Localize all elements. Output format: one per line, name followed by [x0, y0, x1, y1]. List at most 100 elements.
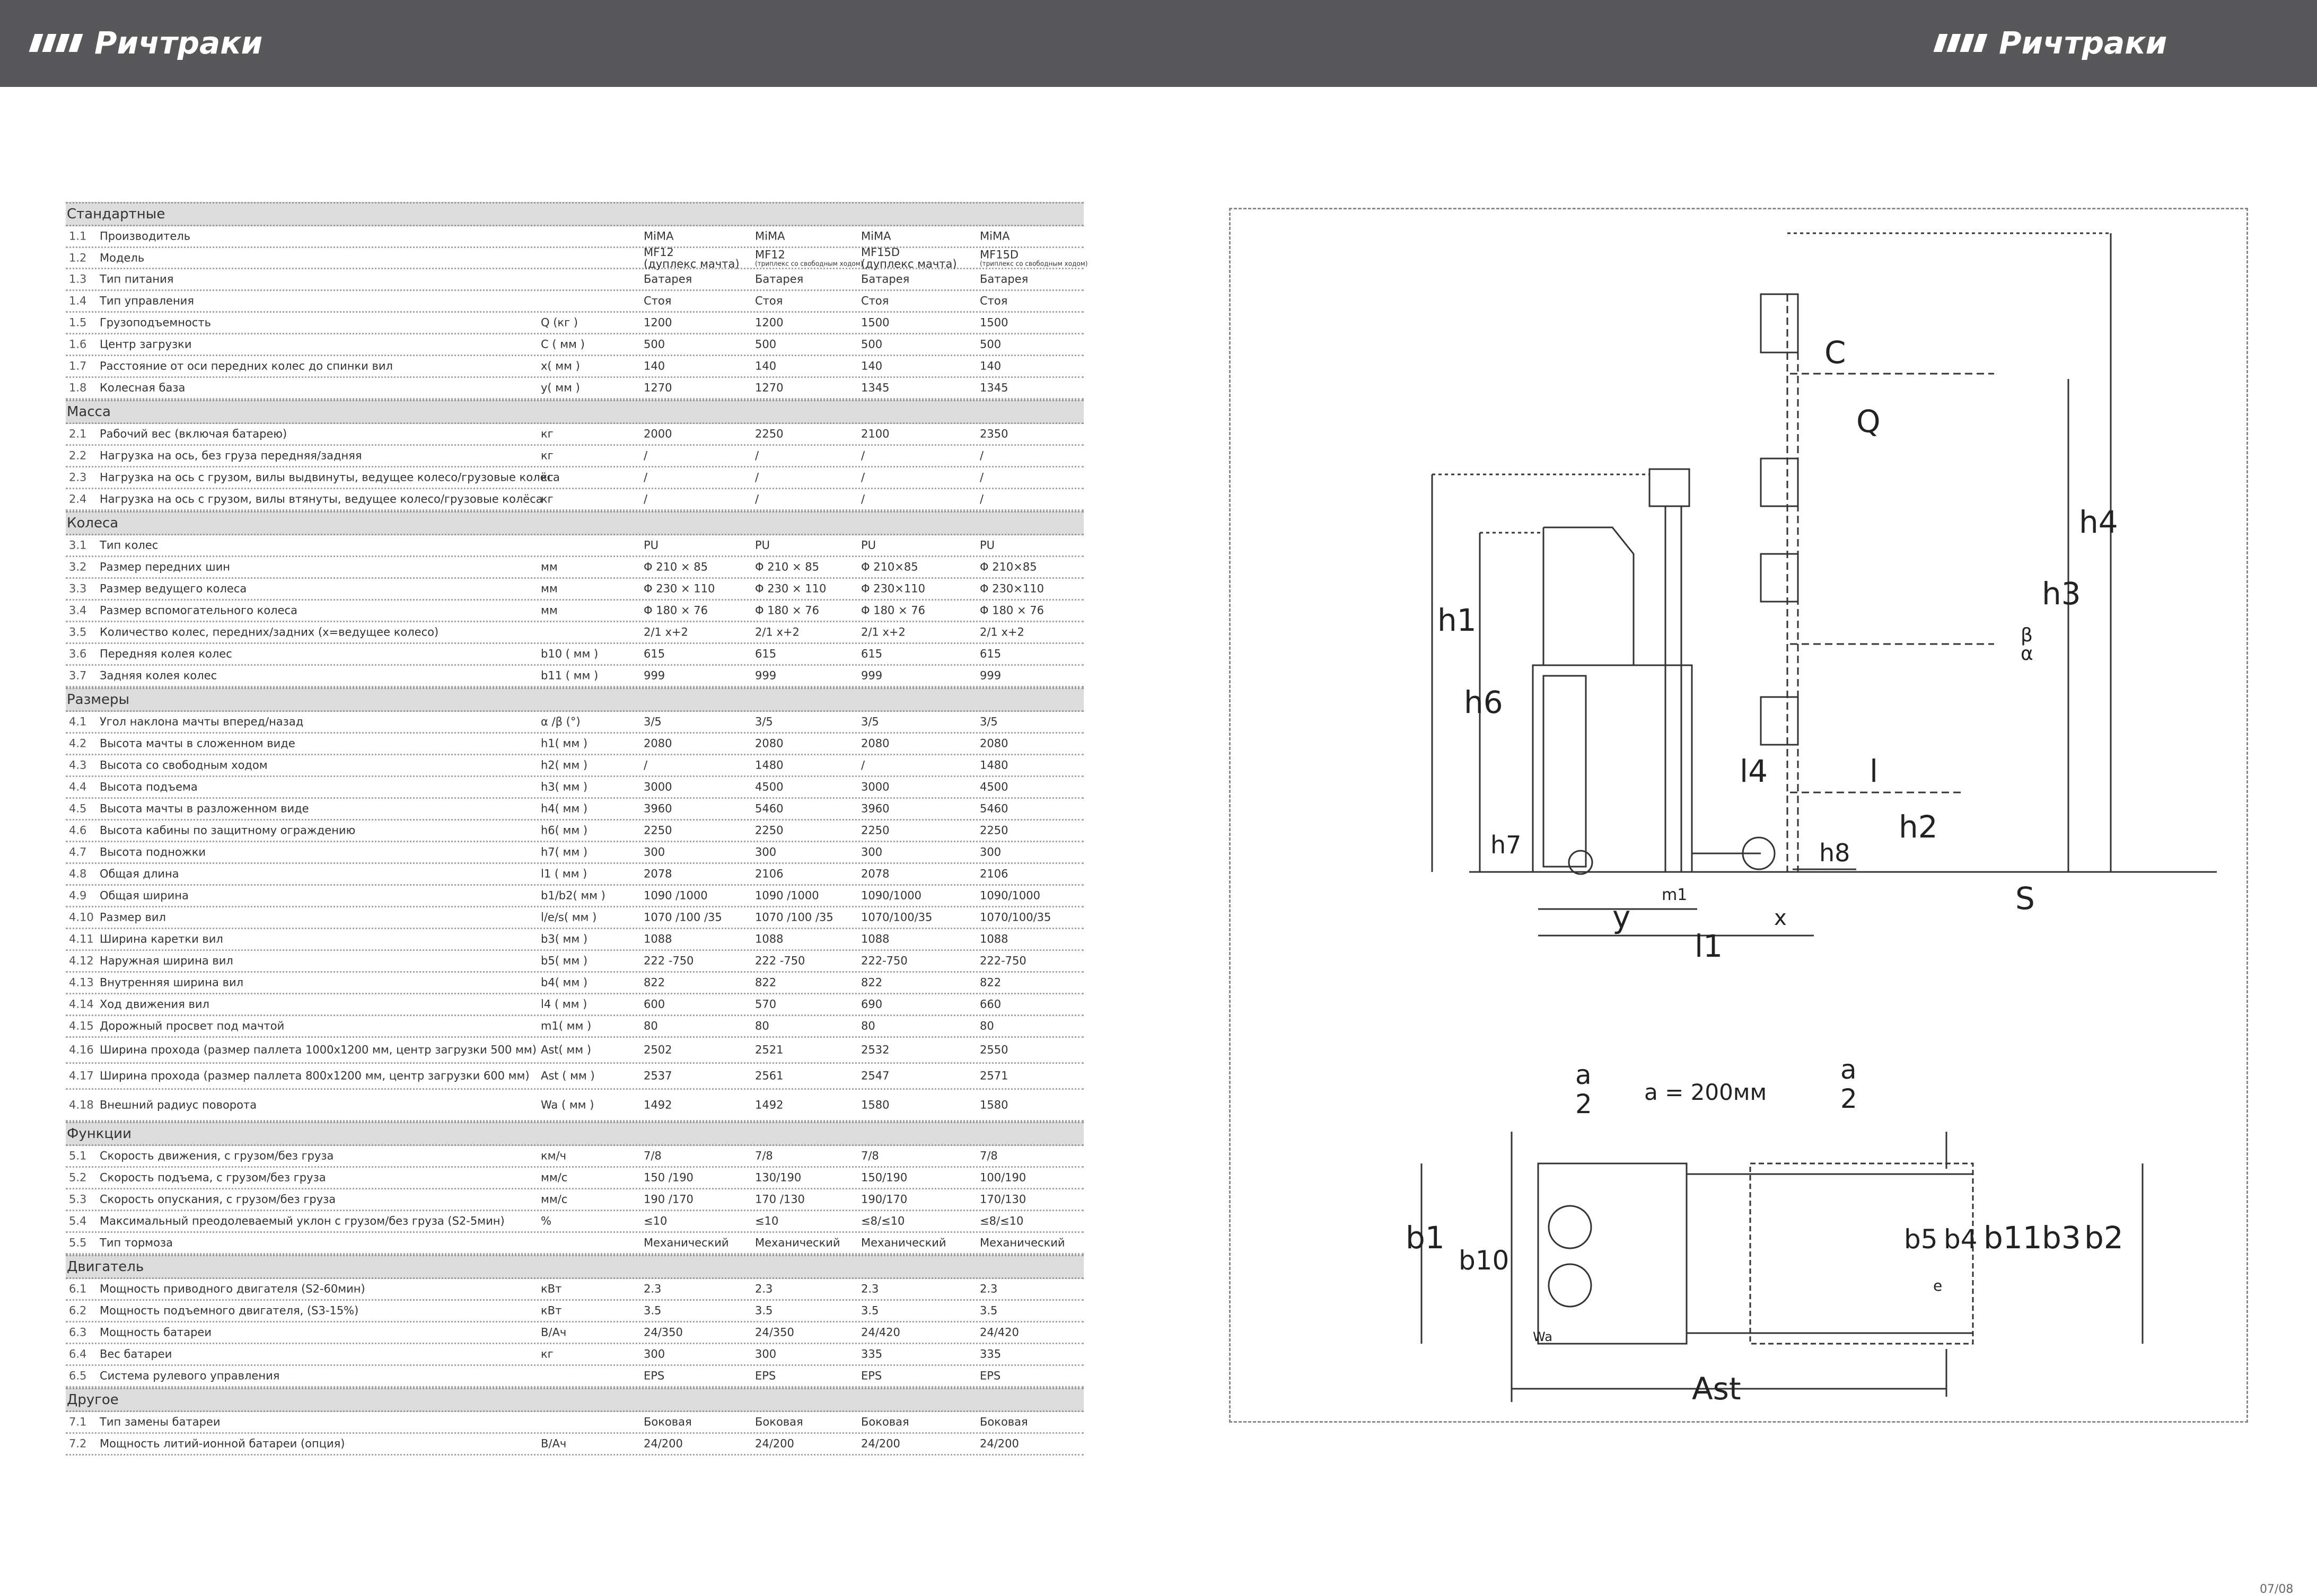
row-value: 5460 [755, 802, 784, 815]
section-header: Размеры [66, 687, 1084, 712]
row-value: 822 [861, 976, 883, 989]
section-header: Стандартные [66, 202, 1084, 226]
label-b3: b3 [2042, 1220, 2081, 1256]
row-value: 140 [861, 359, 883, 373]
model-cell: MF12(дуплекс мачта) [644, 246, 740, 269]
row-value: 3960 [644, 802, 672, 815]
row-value: 7/8 [755, 1149, 773, 1162]
row-parameter: Ход движения вил [100, 998, 209, 1011]
row-unit: кг [541, 492, 554, 506]
row-value: 130/190 [755, 1171, 802, 1184]
row-number: 5.2 [69, 1171, 87, 1184]
row-unit: h7( мм ) [541, 845, 588, 859]
row-value: Механический [861, 1236, 946, 1249]
row-unit: мм/с [541, 1193, 568, 1206]
row-value: EPS [755, 1369, 776, 1382]
row-value: 2106 [755, 867, 784, 880]
row-number: 1.7 [69, 359, 87, 373]
row-value: / [755, 471, 759, 484]
label-y: y [1612, 899, 1630, 935]
row-unit: кг [541, 427, 554, 440]
row-unit: В/Ач [541, 1326, 567, 1339]
row-value: 2.3 [980, 1282, 998, 1295]
brand-stripes-icon [29, 34, 85, 52]
row-value: 2502 [644, 1043, 672, 1056]
label-h1: h1 [1437, 602, 1477, 638]
row-value: 2/1 x+2 [980, 625, 1024, 639]
model-mast-type: (дуплекс мачта) [861, 257, 957, 270]
row-unit: h2( мм ) [541, 759, 588, 772]
row-value: 24/350 [644, 1326, 683, 1339]
label-x: x [1774, 906, 1787, 930]
row-value: 1070/100/35 [980, 911, 1051, 924]
row-value: 1070 /100 /35 [644, 911, 722, 924]
row-value: 140 [980, 359, 1002, 373]
row-value: / [861, 471, 865, 484]
row-unit: км/ч [541, 1149, 567, 1162]
row-unit: b4( мм ) [541, 976, 588, 989]
row-value: 1480 [980, 759, 1008, 772]
row-value: 999 [861, 669, 883, 682]
row-value: / [755, 449, 759, 462]
row-value: EPS [644, 1369, 665, 1382]
row-number: 4.14 [69, 998, 94, 1011]
row-value: 140 [755, 359, 777, 373]
row-parameter: Вес батареи [100, 1347, 172, 1361]
forklift-drawing: C Q h4 h3 h1 h6 β α l4 l h7 h8 h2 m1 y x… [1406, 232, 2217, 1407]
row-value: 170/130 [980, 1193, 1026, 1206]
row-value: 7/8 [861, 1149, 879, 1162]
row-number: 4.10 [69, 911, 94, 924]
row-value: 2000 [644, 427, 672, 440]
row-number: 4.6 [69, 824, 87, 837]
row-value: 300 [755, 1347, 777, 1361]
row-value: 1270 [755, 381, 784, 394]
row-value: 80 [755, 1019, 769, 1033]
row-value: Механический [980, 1236, 1065, 1249]
row-value: 2250 [644, 824, 672, 837]
row-parameter: Высота мачты в разложенном виде [100, 802, 309, 815]
row-number: 2.3 [69, 471, 87, 484]
row-value: EPS [980, 1369, 1001, 1382]
row-value: 1345 [861, 381, 890, 394]
row-value: 300 [755, 845, 777, 859]
row-value: 3.5 [980, 1304, 998, 1317]
row-value: 80 [861, 1019, 875, 1033]
model-mast-type: (дуплекс мачта) [644, 257, 740, 270]
row-value: 2250 [861, 824, 890, 837]
row-value: MiMA [980, 230, 1010, 243]
row-value: 1090/1000 [980, 889, 1040, 902]
row-value: 600 [644, 998, 665, 1011]
row-value: / [980, 471, 984, 484]
row-number: 1.2 [69, 251, 87, 264]
row-value: Φ 210 × 85 [755, 560, 819, 574]
row-number: 4.8 [69, 867, 87, 880]
row-value: 500 [644, 338, 665, 351]
row-value: Φ 230×110 [980, 582, 1044, 595]
brand-logo-left: Ричтраки [29, 19, 262, 67]
row-value: Φ 180 × 76 [980, 604, 1044, 617]
model-mast-type: (триплекс со свободным ходом) [980, 260, 1088, 268]
row-number: 5.4 [69, 1214, 87, 1228]
row-value: 24/200 [755, 1437, 794, 1450]
row-number: 3.7 [69, 669, 87, 682]
row-unit: l4 ( мм ) [541, 998, 587, 1011]
